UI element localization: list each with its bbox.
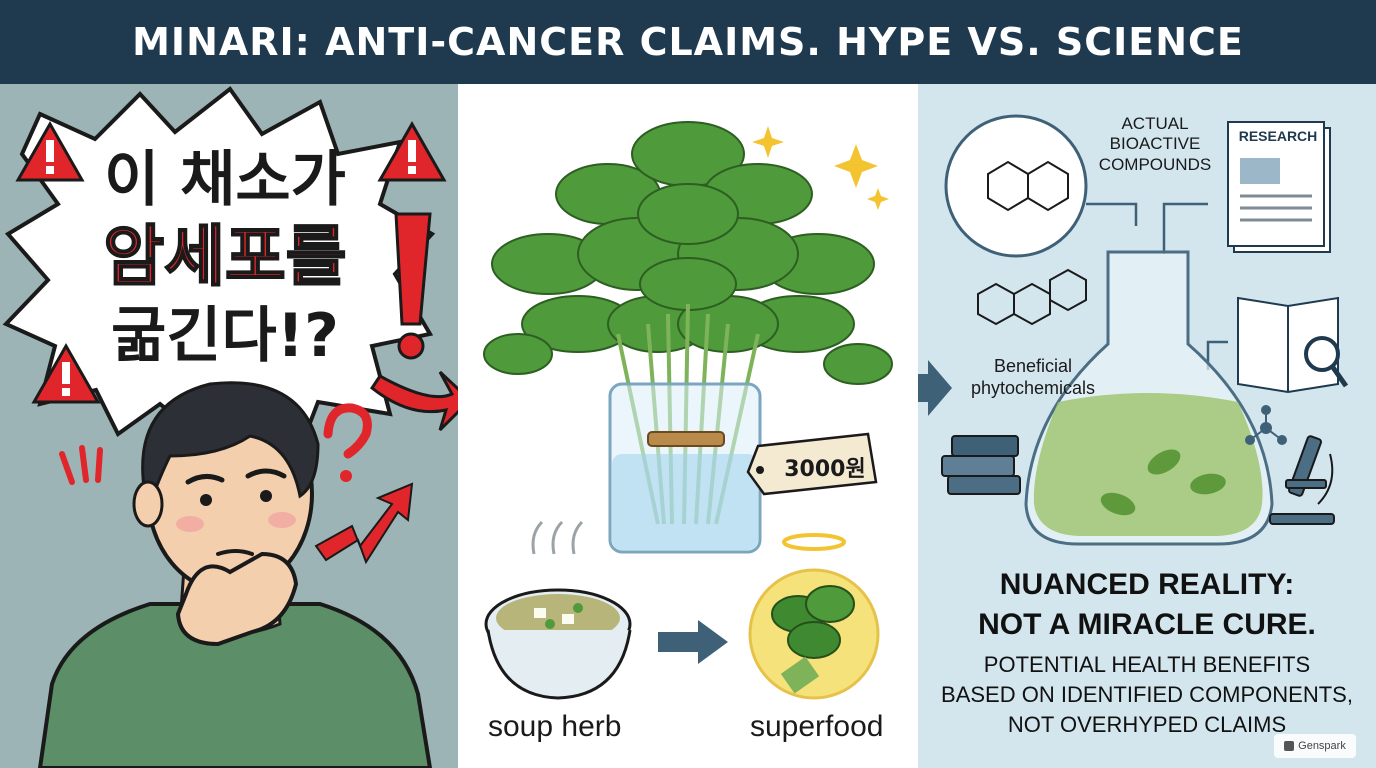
warning-icon — [31, 342, 101, 404]
price-tag-icon — [746, 432, 878, 496]
red-arrow-icon — [369, 370, 458, 432]
research-papers-icon — [1227, 121, 1331, 253]
soup-bowl-icon — [484, 520, 632, 700]
science-illustration — [918, 114, 1349, 546]
burst-line-1: 이 채소가 — [104, 145, 346, 215]
conclusion-line-3: POTENTIAL HEALTH BENEFITS — [983, 652, 1311, 677]
price-tag: 3000원 — [784, 457, 866, 482]
superfood-caption: superfood — [750, 710, 884, 743]
watermark: Genspark — [1274, 734, 1356, 758]
hype-illustration — [2, 86, 458, 768]
minari-illustration — [483, 121, 893, 700]
phytochemical-molecule-icon — [977, 268, 1087, 326]
burst-line-2: 암세포를 — [103, 218, 348, 295]
flow-arrows — [1086, 202, 1228, 370]
twine-tie — [647, 431, 725, 447]
conclusion-line-1: NUANCED REALITY: — [999, 568, 1295, 601]
minari-leaves-icon — [483, 121, 893, 385]
page-title: MINARI: ANTI-CANCER CLAIMS. HYPE VS. SCI… — [132, 20, 1244, 64]
actual-compounds-label: ACTUAL BIOACTIVE COMPOUNDS — [1098, 114, 1212, 174]
genspark-logo-icon — [1284, 741, 1295, 751]
books-icon — [941, 435, 1021, 495]
science-panel: ACTUAL BIOACTIVE COMPOUNDS RESEARCH Bene… — [918, 84, 1376, 768]
arrow-icon — [918, 360, 952, 416]
microscope-icon — [1269, 435, 1335, 525]
burst-line-3: 굶긴다!? — [111, 301, 339, 371]
exclamation-icon — [394, 212, 432, 360]
hype-panel: 이 채소가 암세포를 굶긴다!? — [0, 84, 458, 768]
question-mark-icon — [323, 403, 372, 482]
watermark-text: Genspark — [1298, 740, 1346, 752]
molecule-diagram-icon — [944, 114, 1088, 258]
molecule-network-icon — [1245, 405, 1287, 445]
conclusion-line-2: NOT A MIRACLE CURE. — [978, 608, 1316, 641]
beneficial-phytochemicals-label: Beneficial phytochemicals — [970, 356, 1096, 398]
superfood-icon — [748, 533, 880, 700]
arrow-icon — [658, 620, 728, 664]
conclusion-line-5: NOT OVERHYPED CLAIMS — [1007, 712, 1287, 737]
page-title-bar: MINARI: ANTI-CANCER CLAIMS. HYPE VS. SCI… — [0, 0, 1376, 84]
warning-icon — [377, 120, 447, 182]
flask-icon — [1024, 250, 1274, 546]
sparkle-icon — [752, 126, 889, 210]
research-label: RESEARCH — [1238, 128, 1318, 144]
vegetable-panel: 3000원 soup herb superfood — [458, 84, 918, 768]
warning-icon — [15, 120, 85, 182]
exclamation-marks-icon — [59, 445, 103, 485]
open-book-icon — [1237, 296, 1349, 394]
zigzag-arrow-icon — [314, 482, 414, 565]
conclusion-line-4: BASED ON IDENTIFIED COMPONENTS, — [941, 682, 1353, 707]
soup-herb-caption: soup herb — [488, 710, 622, 743]
confused-man — [37, 381, 433, 768]
